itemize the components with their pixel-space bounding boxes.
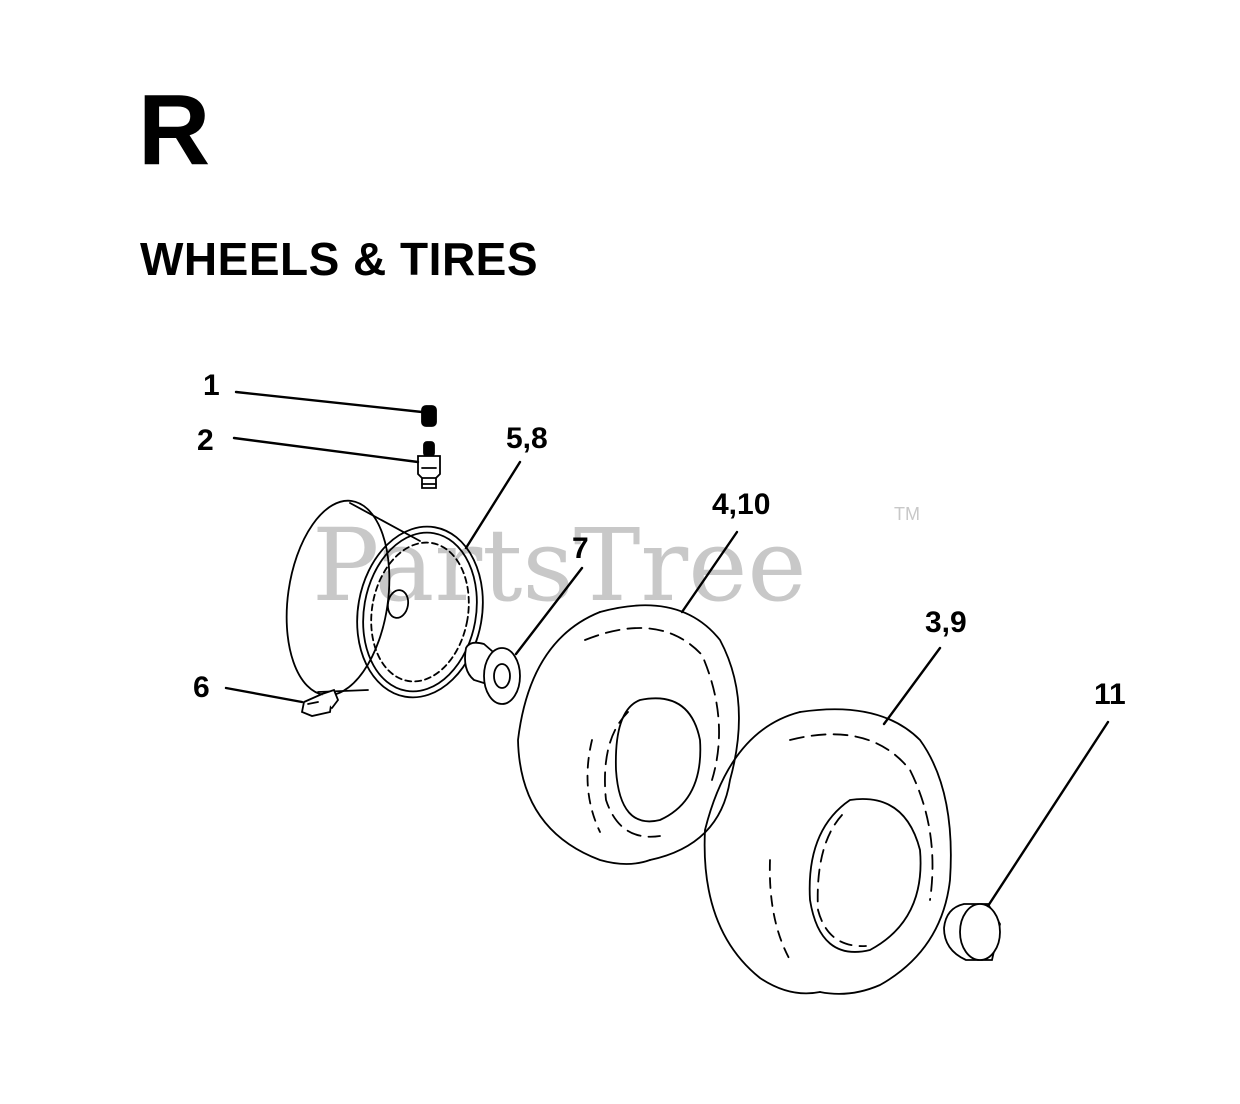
callout-1: 1 (203, 369, 220, 402)
callout-7: 7 (572, 532, 589, 565)
callout-2: 2 (197, 424, 214, 457)
section-title: WHEELS & TIRES (140, 233, 539, 285)
callout-5-8: 5,8 (506, 422, 548, 455)
valve-stem-part[interactable] (417, 441, 441, 489)
callout-3-9: 3,9 (925, 606, 967, 639)
watermark-trademark: TM (894, 504, 920, 524)
bushing-part[interactable] (464, 641, 521, 705)
section-letter: R (138, 74, 211, 186)
callout-6: 6 (193, 671, 210, 704)
callout-4-10: 4,10 (712, 488, 770, 521)
rear-tire-part[interactable] (703, 708, 952, 995)
front-tire-part[interactable] (517, 604, 740, 865)
valve-cap-part[interactable] (421, 405, 437, 427)
leader-lines (224, 390, 1110, 908)
watermark-text: PartsTree (312, 507, 807, 624)
lug-bolt-part[interactable] (300, 688, 340, 717)
hub-plug-part[interactable] (943, 903, 1001, 961)
callout-11: 11 (1094, 678, 1126, 711)
